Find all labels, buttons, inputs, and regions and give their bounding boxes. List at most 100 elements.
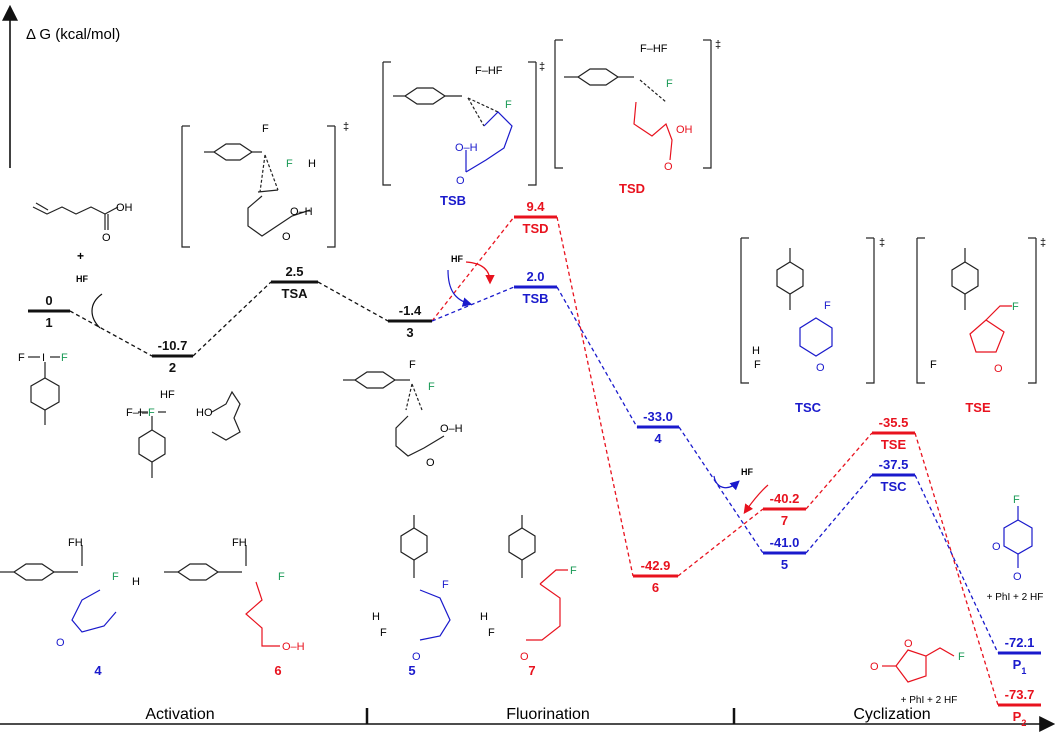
phase-label-fluorination: Fluorination xyxy=(506,706,590,723)
level-value-2: -10.7 xyxy=(158,338,188,353)
tsc-o: O xyxy=(816,362,825,374)
hf-label-reactant: HF xyxy=(76,274,88,284)
molecule-bottom-7 xyxy=(508,515,536,578)
tsb-oh: O–H xyxy=(455,142,478,154)
tsd-ts-mark: ‡ xyxy=(715,39,721,51)
tsc-h: H xyxy=(752,345,760,357)
connector-5-tsc xyxy=(805,474,873,554)
molecule-tsb-blue-chain xyxy=(465,111,513,173)
level-label-1: 1 xyxy=(45,315,52,330)
b5-f: F xyxy=(380,627,387,639)
b5-o: O xyxy=(412,651,421,663)
connector-tsc-p1 xyxy=(914,474,999,654)
b4-f-green: F xyxy=(112,571,119,583)
connector-7-tse xyxy=(805,432,873,510)
b5-f-blue: F xyxy=(442,579,449,591)
molecule-product-2 xyxy=(882,647,955,683)
connector-1-2 xyxy=(69,310,153,357)
tse-ts-mark: ‡ xyxy=(1040,237,1046,249)
p1-f: F xyxy=(1013,494,1020,506)
tsd-o: O xyxy=(664,161,673,173)
bottom-label-5: 5 xyxy=(408,663,415,678)
b7-h: H xyxy=(480,611,488,623)
molecule-product-1 xyxy=(1003,506,1033,568)
level-value-1: 0 xyxy=(45,293,52,308)
o-text-1: O xyxy=(102,232,111,244)
level-label-TSB: TSB xyxy=(523,291,549,306)
hf-label-cyclization: HF xyxy=(741,467,753,477)
f-text-right: F xyxy=(61,352,68,364)
tsc-ts-mark: ‡ xyxy=(879,237,885,249)
p1-o-carbonyl: O xyxy=(1013,571,1022,583)
molecule-bottom-5-blue xyxy=(419,589,451,641)
level-value-P2: -73.7 xyxy=(1005,687,1035,702)
hf-arrow-blue-2 xyxy=(713,475,740,491)
c3-f-top: F xyxy=(409,359,416,371)
tsa-h: H xyxy=(308,158,316,170)
plus-sign: + xyxy=(77,249,84,263)
b6-oh: O–H xyxy=(282,641,305,653)
molecule-tsd-red-chain xyxy=(633,101,673,161)
molecule-tse-red-ring xyxy=(969,305,1012,353)
molecule-tsa xyxy=(181,125,336,248)
energy-levels: 01-10.722.5TSA-1.439.4TSD2.0TSB-33.04-42… xyxy=(28,199,1041,728)
tsb-ts-mark: ‡ xyxy=(539,61,545,73)
connector-2-tsa xyxy=(192,281,272,357)
b6-fh: FH xyxy=(232,537,247,549)
connectors xyxy=(69,216,999,706)
level-label-sub-P2: 2 xyxy=(1021,718,1026,728)
tsb-caption: TSB xyxy=(440,193,466,208)
connector-tsa-3 xyxy=(317,281,389,322)
b5-h: H xyxy=(372,611,380,623)
molecule-tsc-blue-ring xyxy=(799,317,833,357)
tsc-caption: TSC xyxy=(795,400,822,415)
molecule-tsb xyxy=(382,61,537,186)
level-value-TSA: 2.5 xyxy=(285,264,303,279)
tsb-f-green: F xyxy=(505,99,512,111)
tsa-ts-mark: ‡ xyxy=(343,121,349,133)
b6-f-green: F xyxy=(278,571,285,583)
level-label-TSC: TSC xyxy=(881,479,908,494)
molecule-bottom-7-red xyxy=(526,569,568,641)
level-value-3: -1.4 xyxy=(399,303,422,318)
tsc-f-blue: F xyxy=(824,300,831,312)
molecule-tsd xyxy=(554,39,712,169)
ho-text: HO xyxy=(196,407,213,419)
molecule-bottom-4-blue xyxy=(71,589,117,633)
molecule-complex-2 xyxy=(138,390,241,478)
c3-o: O xyxy=(426,457,435,469)
p2-f: F xyxy=(958,651,965,663)
hf-arrow-red-1 xyxy=(465,261,495,285)
level-label-6: 6 xyxy=(652,580,659,595)
level-value-P1: -72.1 xyxy=(1005,635,1035,650)
f-text-left: F xyxy=(18,352,25,364)
tsa-f-top: F xyxy=(262,123,269,135)
bottom-label-4: 4 xyxy=(94,663,102,678)
connector-6-7 xyxy=(677,508,764,577)
tsa-oh: O–H xyxy=(290,206,313,218)
connector-tsb-4 xyxy=(556,286,638,428)
level-label-2: 2 xyxy=(169,360,176,375)
b4-o: O xyxy=(56,637,65,649)
tsa-o: O xyxy=(282,231,291,243)
level-value-TSD: 9.4 xyxy=(526,199,545,214)
phase-label-activation: Activation xyxy=(145,706,214,723)
hf-arrow-black xyxy=(91,293,103,329)
level-value-6: -42.9 xyxy=(641,558,671,573)
c3-f-green: F xyxy=(428,381,435,393)
connector-tsd-6 xyxy=(556,216,634,577)
b4-h: H xyxy=(132,576,140,588)
bottom-label-6: 6 xyxy=(274,663,281,678)
phase-label-cyclization: Cyclization xyxy=(853,706,930,723)
molecule-bottom-5 xyxy=(400,515,428,578)
tsc-f: F xyxy=(754,359,761,371)
level-label-3: 3 xyxy=(406,325,413,340)
tsd-f-green: F xyxy=(666,78,673,90)
molecule-bottom-6-red xyxy=(245,581,280,647)
c3-oh: O–H xyxy=(440,423,463,435)
connector-tse-p2 xyxy=(914,432,999,706)
connector-3-tsb xyxy=(431,286,515,322)
level-value-TSE: -35.5 xyxy=(879,415,909,430)
y-axis-label: Δ G (kcal/mol) xyxy=(26,26,120,43)
